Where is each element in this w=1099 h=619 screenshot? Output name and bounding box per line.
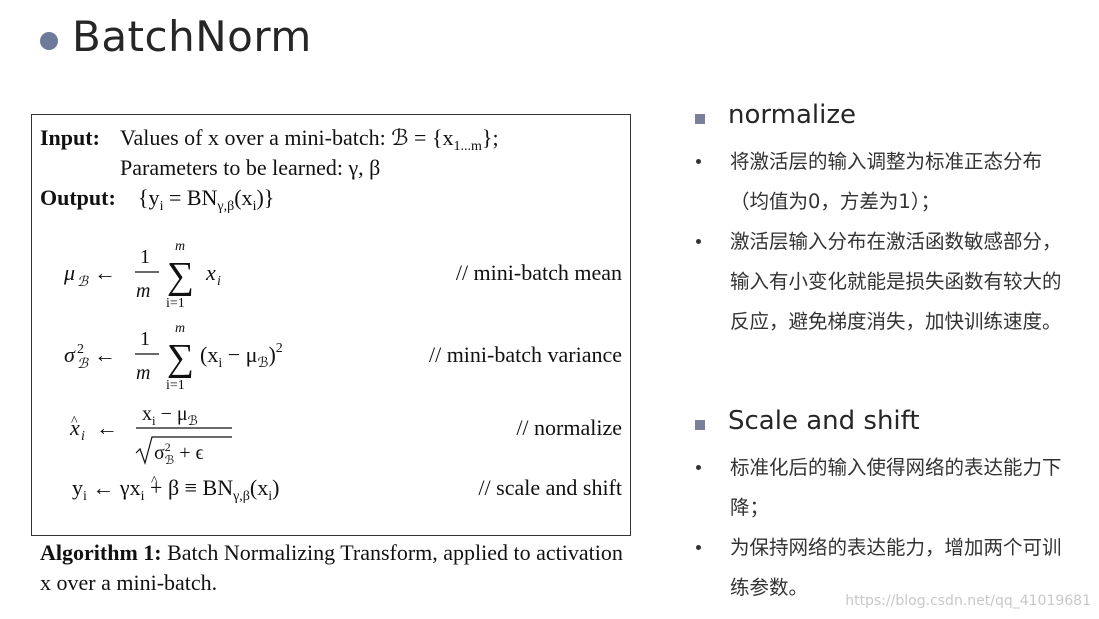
watermark: https://blog.csdn.net/qq_41019681 [845,593,1091,609]
svg-text:2: 2 [77,342,84,357]
bullet-dot-icon [696,159,701,164]
svg-text:x: x [205,260,216,285]
svg-text:m: m [136,362,150,384]
svg-text:i: i [217,274,221,289]
comment-variance: // mini-batch variance [429,342,622,367]
svg-text:1: 1 [140,246,150,268]
svg-text:^: ^ [151,474,158,489]
svg-text:^: ^ [71,414,78,429]
svg-text:i=1: i=1 [166,378,185,393]
svg-text:yi ← γxi + β ≡ BNγ,β(xi): yi ← γxi + β ≡ BNγ,β(xi) [72,475,279,504]
comment-normalize: // normalize [516,415,622,440]
svg-text:μ: μ [63,260,75,285]
input-text: Values of x over a mini-batch: ℬ = {x1..… [120,125,499,154]
svg-text:←: ← [96,415,118,440]
input-label: Input: [40,125,100,150]
bullet-dot-icon [696,465,701,470]
svg-text:∑: ∑ [167,255,194,297]
svg-text:∑: ∑ [167,337,194,379]
algorithm-figure: Input: Values of x over a mini-batch: ℬ … [40,125,622,504]
svg-text:m: m [175,239,185,254]
svg-text:ℬ: ℬ [77,275,89,290]
slide-title: BatchNorm [72,12,312,61]
svg-text:σ: σ [64,342,76,367]
algorithm-box: Input: Values of x over a mini-batch: ℬ … [31,114,631,536]
formula-scale-shift: yi ← γxi + β ≡ BNγ,β(xi) ^ [72,474,279,504]
svg-text:m: m [136,280,150,302]
bullet-text: 激活层输入分布在激活函数敏感部分，输入有小变化就能是损失函数有较大的反应，避免梯… [730,230,1062,333]
section-heading-scale-shift: Scale and shift [728,406,920,436]
params-text: Parameters to be learned: γ, β [120,155,380,180]
svg-text:x: x [69,415,80,440]
svg-text:1: 1 [140,328,150,350]
formula-variance: σ 2 ℬ ← 1 m m ∑ i=1 (xi − μℬ)2 [64,321,283,393]
output-text: {yi = BNγ,β(xi)} [138,185,274,214]
svg-text:σ2ℬ + ϵ: σ2ℬ + ϵ [154,440,204,467]
bullet-dot-icon [696,545,701,550]
svg-text:i=1: i=1 [166,296,185,311]
comment-scale-shift: // scale and shift [478,475,622,500]
bullet-text: 为保持网络的表达能力，增加两个可训练参数。 [730,536,1062,599]
bullet-text: 标准化后的输入使得网络的表达能力下降； [730,456,1062,519]
svg-text:ℬ: ℬ [77,357,89,372]
svg-text:←: ← [94,342,116,367]
bullet-text: 将激活层的输入调整为标准正态分布（均值为0，方差为1）； [730,150,1043,213]
section-heading-normalize: normalize [728,100,856,130]
formula-mean: μ ℬ ← 1 m m ∑ i=1 x i [63,239,221,311]
title-bullet-icon [40,32,58,50]
section-square-icon [695,114,705,124]
section-square-icon [695,420,705,430]
bullet-dot-icon [696,239,701,244]
svg-text:i: i [81,429,85,444]
svg-text:m: m [175,321,185,336]
output-label: Output: [40,185,116,210]
comment-mean: // mini-batch mean [456,260,622,285]
svg-text:←: ← [94,260,116,285]
algorithm-caption: Algorithm 1: Batch Normalizing Transform… [40,540,623,595]
svg-text:xi − μℬ: xi − μℬ [142,403,198,428]
svg-text:(xi − μℬ)2: (xi − μℬ)2 [200,341,283,371]
